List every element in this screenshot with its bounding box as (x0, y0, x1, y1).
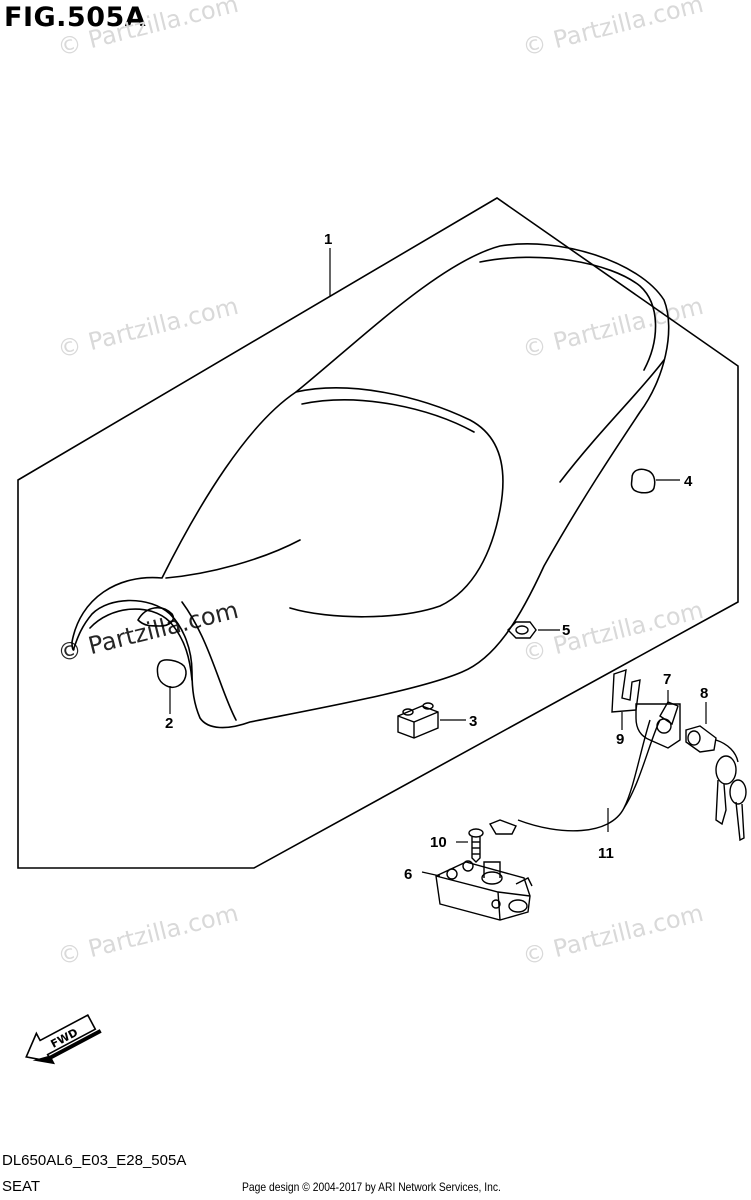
assembly-outline (17, 197, 739, 869)
callout-3: 3 (469, 713, 477, 730)
cushion-2-shape (156, 659, 187, 688)
cushion-4-shape (630, 468, 656, 494)
watermark: © Partzilla.com (520, 899, 706, 971)
figure-code: DL650AL6_E03_E28_505A (2, 1152, 187, 1169)
callout-8: 8 (700, 685, 708, 702)
callout-9: 9 (616, 731, 624, 748)
callout-7: 7 (663, 671, 671, 688)
watermark: © Partzilla.com (55, 292, 241, 364)
figure-caption: SEAT (2, 1178, 41, 1195)
watermark: © Partzilla.com (520, 292, 706, 364)
watermark: © Partzilla.com (520, 0, 706, 62)
cable-11-shape (488, 701, 679, 835)
watermark: © Partzilla.com (55, 899, 241, 971)
watermark: © Partzilla.com (55, 596, 241, 668)
nut-5-shape (507, 621, 537, 639)
callout-1: 1 (324, 231, 332, 248)
callout-11: 11 (598, 845, 614, 862)
figure-title: FIG.505A (4, 2, 147, 33)
screw-10-shape (468, 828, 484, 863)
copyright-notice: Page design © 2004-2017 by ARI Network S… (242, 1180, 501, 1194)
callout-5: 5 (562, 622, 570, 639)
watermark: © Partzilla.com (55, 0, 241, 62)
callout-6: 6 (404, 866, 412, 883)
callout-4: 4 (684, 473, 693, 490)
cushion-3-shape (397, 702, 439, 739)
callouts: 1 2 3 4 5 6 7 8 9 10 11 (165, 231, 708, 883)
lock-set-8-shape (685, 725, 747, 842)
clip-9-shape (611, 668, 641, 713)
callout-10: 10 (430, 834, 447, 851)
seat-lock-6-shape (435, 860, 533, 921)
seat-drawing (71, 243, 670, 729)
callout-2: 2 (165, 715, 173, 732)
watermark: © Partzilla.com (520, 596, 706, 668)
fwd-arrow-icon: FWD (25, 1014, 102, 1065)
